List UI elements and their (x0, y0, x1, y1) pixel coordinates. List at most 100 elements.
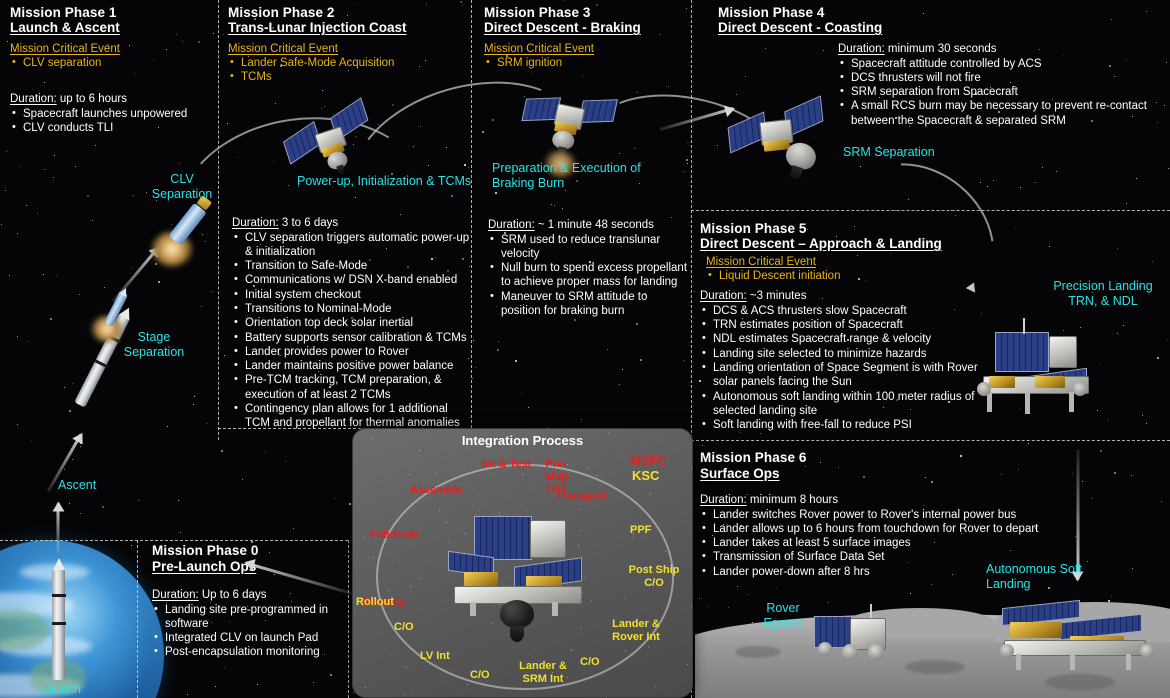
phase-1-mce-list: CLV separation (10, 56, 210, 70)
list-item: Initial system checkout (232, 288, 472, 302)
phase-0-number: Mission Phase 0 (152, 543, 342, 558)
phase-2-duration-label: Duration: (232, 217, 279, 229)
list-item: Orientation top deck solar inertial (232, 316, 472, 330)
phase-3-name: Direct Descent - Braking (484, 20, 694, 36)
phase-1-mce-label: Mission Critical Event (10, 42, 210, 56)
phase-0-duration-label: Duration: (152, 589, 199, 601)
integration-label-yellow-4: Lander & SRM Int (512, 660, 574, 685)
earth-graphic (0, 540, 164, 698)
phase-5-mce-label: Mission Critical Event (706, 255, 980, 269)
phase-4-duration: Duration: minimum 30 seconds (838, 42, 1168, 57)
annotation-clv-separation: CLV Separation (142, 172, 222, 202)
phase-5-duration: Duration: ~3 minutes (700, 289, 980, 304)
phase-1-duration-value: up to 6 hours (60, 93, 127, 105)
list-item: Communications w/ DSN X-band enabled (232, 273, 472, 287)
stage-to-clv-arrow (112, 247, 159, 303)
phase-5-number: Mission Phase 5 (700, 221, 980, 236)
list-item: Lander maintains positive power balance (232, 359, 472, 373)
phase-6-panel: Mission Phase 6 Surface Ops Duration: mi… (700, 450, 1100, 579)
phase-4-duration-label: Duration: (838, 43, 885, 55)
phase-1-number: Mission Phase 1 (10, 5, 210, 20)
list-item: TCMs (228, 70, 474, 84)
divider-h1 (0, 540, 348, 541)
annotation-launch: Launch (40, 682, 81, 697)
list-item: Landing orientation of Space Segment is … (700, 361, 980, 390)
list-item: DCS & ACS thrusters slow Spacecraft (700, 304, 980, 318)
phase-2-mce-label: Mission Critical Event (228, 42, 474, 56)
phase-3-list: SRM used to reduce translunar velocityNu… (488, 233, 688, 319)
list-item: TRN estimates position of Spacecraft (700, 318, 980, 332)
phase-0-duration-value: Up to 6 days (202, 589, 267, 601)
list-item: Battery supports sensor calibration & TC… (232, 331, 472, 345)
phase-0-duration: Duration: Up to 6 days (152, 588, 342, 603)
phase-3-number: Mission Phase 3 (484, 5, 694, 20)
list-item: SRM separation from Spacecraft (838, 85, 1168, 99)
integration-label-red-5: Transport (556, 490, 607, 503)
landed-lander-graphic (1000, 600, 1160, 680)
annotation-rover-egress: Rover Egress (752, 601, 814, 631)
phase-4-duration-value: minimum 30 seconds (888, 43, 997, 55)
phase-2-callout: Power-up, Initialization & TCMs (297, 174, 472, 189)
list-item: Landing site selected to minimize hazard… (700, 347, 980, 361)
integration-process-panel: Integration Process Develop Fabricate As… (352, 428, 693, 698)
phase-4-list: Spacecraft attitude controlled by ACSDCS… (838, 57, 1168, 128)
phase-4-callout-text: SRM Separation (843, 145, 935, 159)
launch-arrow (57, 504, 60, 554)
list-item: Spacecraft attitude controlled by ACS (838, 57, 1168, 71)
integration-site-msfc: MSFC (630, 455, 667, 468)
list-item: Landing site pre-programmed in software (152, 603, 342, 632)
list-item: NDL estimates Spacecraft range & velocit… (700, 332, 980, 346)
integration-label-red-2: Assemble (410, 484, 462, 497)
phase-6-name: Surface Ops (700, 466, 780, 482)
list-item: Transition to Safe-Mode (232, 259, 472, 273)
integration-label-yellow-0: PPF (630, 524, 651, 537)
phase-2-panel: Mission Phase 2 Trans-Lunar Injection Co… (228, 5, 474, 85)
phase-2-callout-text: Power-up, Initialization & TCMs (297, 174, 471, 188)
list-item: Lander switches Rover power to Rover's i… (700, 508, 1100, 522)
annotation-rover-egress-text: Rover Egress (764, 601, 803, 630)
annotation-ascent: Ascent (58, 478, 96, 493)
phase-2-details: Duration: 3 to 6 days CLV separation tri… (232, 216, 472, 431)
phase-3-duration: Duration: ~ 1 minute 48 seconds (488, 218, 688, 233)
phase-1-duration-label: Duration: (10, 93, 57, 105)
integration-site-ksc: KSC (632, 470, 659, 483)
list-item: Post-encapsulation monitoring (152, 645, 342, 659)
phase-3-duration-label: Duration: (488, 219, 535, 231)
phase-4-name: Direct Descent - Coasting (718, 20, 1018, 36)
divider-v4 (137, 540, 138, 698)
list-item: CLV conducts TLI (10, 121, 210, 135)
phase-5-duration-value: ~3 minutes (750, 290, 807, 302)
annotation-stage-separation: Stage Separation (110, 330, 198, 360)
phase-2-number: Mission Phase 2 (228, 5, 474, 20)
list-item: CLV separation triggers automatic power-… (232, 231, 472, 260)
phase-5-panel: Mission Phase 5 Direct Descent – Approac… (700, 221, 980, 432)
list-item: Lander allows up to 6 hours from touchdo… (700, 522, 1100, 536)
list-item: Soft landing with free-fall to reduce PS… (700, 418, 980, 432)
divider-v5 (348, 540, 349, 698)
integration-label-yellow-1: Post Ship C/O (624, 564, 684, 589)
phase-2-name: Trans-Lunar Injection Coast (228, 20, 474, 36)
divider-h3 (691, 440, 1170, 441)
list-item: Pre-TCM tracking, TCM preparation, & exe… (232, 373, 472, 402)
list-item: Contingency plan allows for 1 additional… (232, 402, 472, 431)
phase-3-panel: Mission Phase 3 Direct Descent - Braking… (484, 5, 694, 70)
phase-6-duration-label: Duration: (700, 494, 747, 506)
list-item: Autonomous soft landing within 100 meter… (700, 390, 980, 419)
phase-5-list: DCS & ACS thrusters slow SpacecraftTRN e… (700, 304, 980, 433)
integration-label-red-3: Int & Test (482, 458, 512, 471)
list-item: A small RCS burn may be necessary to pre… (838, 99, 1168, 128)
integration-label-yellow-3: C/O (580, 656, 600, 669)
phase-1-duration: Duration: up to 6 hours (10, 92, 210, 107)
phase-2-duration: Duration: 3 to 6 days (232, 216, 472, 231)
integration-title: Integration Process (352, 433, 693, 448)
phase-5-duration-label: Duration: (700, 290, 747, 302)
phase-5-callout: Precision Landing TRN, & NDL (1038, 279, 1168, 309)
integration-label-yellow-6: LV Int (420, 650, 450, 663)
list-item: Maneuver to SRM attitude to position for… (488, 290, 688, 319)
phase-6-duration-value: minimum 8 hours (750, 494, 838, 506)
list-item: Lander provides power to Rover (232, 345, 472, 359)
phase-3-callout-text: Preparation & Execution of Braking Burn (492, 161, 641, 190)
phase-4-callout: SRM Separation (843, 145, 935, 160)
annotation-stage-separation-text: Stage Separation (124, 330, 184, 359)
